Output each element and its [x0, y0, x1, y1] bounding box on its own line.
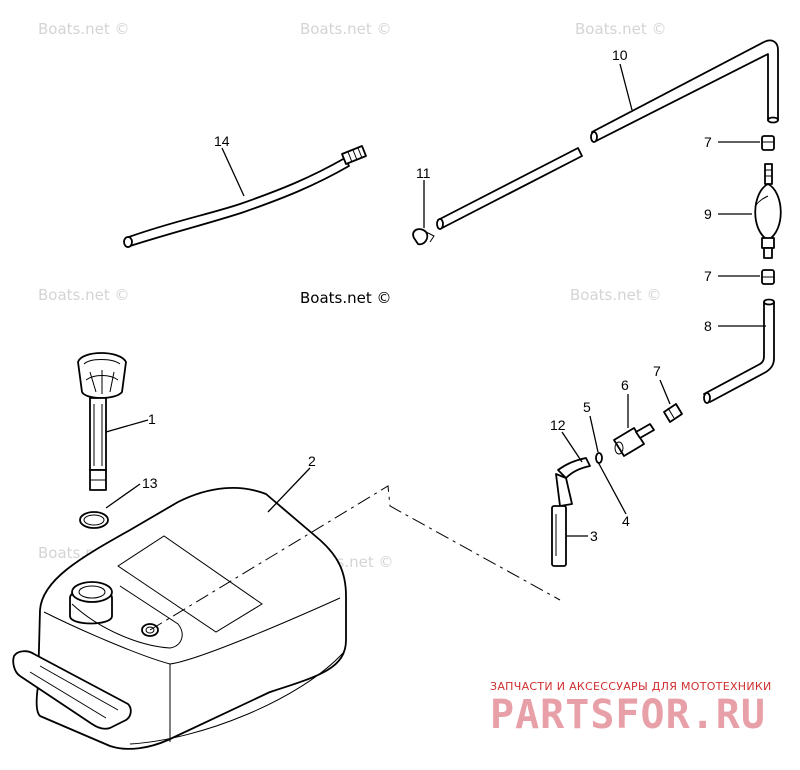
callout-10: 10 [612, 47, 628, 63]
watermark: Boats.net © [575, 20, 667, 38]
callout-7-lower: 7 [653, 363, 661, 379]
callout-6: 6 [621, 377, 629, 393]
part-7-fitting-lower [663, 403, 683, 423]
watermark: Boats.net © [38, 20, 130, 38]
part-10-tube [436, 39, 779, 230]
callout-11: 11 [416, 165, 431, 181]
part-14-fuel-line [123, 145, 367, 248]
callout-9: 9 [704, 206, 712, 222]
part-2-fuel-tank [12, 486, 347, 750]
callout-5: 5 [583, 399, 591, 415]
callout-7-middle: 7 [704, 268, 712, 284]
brand-tagline: ЗАПЧАСТИ И АКСЕССУАРЫ ДЛЯ МОТОТЕХНИКИ [490, 680, 772, 693]
part-7-fitting-top [761, 135, 775, 151]
callout-7-top: 7 [704, 134, 712, 150]
watermark: Boats.net © [38, 286, 130, 304]
part-11-clamp [412, 228, 435, 246]
part-12-elbow [555, 457, 591, 507]
watermarks: Boats.net © Boats.net © Boats.net © Boat… [38, 20, 667, 571]
callout-2: 2 [308, 453, 316, 469]
part-13-gasket [79, 511, 109, 529]
callout-4: 4 [622, 513, 630, 529]
callout-1: 1 [148, 411, 156, 427]
watermark: Boats.net © [300, 20, 392, 38]
watermark: Boats.net © [570, 286, 662, 304]
part-6-connector [613, 423, 655, 457]
part-8-bent-hose [703, 298, 775, 404]
part-1-cap-assembly [77, 352, 127, 491]
callout-13: 13 [142, 475, 158, 491]
brand-logo: ЗАПЧАСТИ И АКСЕССУАРЫ ДЛЯ МОТОТЕХНИКИ PA… [490, 680, 772, 738]
center-line [149, 485, 561, 631]
part-9-primer-bulb [754, 163, 782, 259]
callout-8: 8 [704, 318, 712, 334]
callout-3: 3 [590, 528, 598, 544]
leader-lines [105, 63, 766, 537]
brand-name: PARTSFOR.RU [490, 692, 766, 738]
watermark-main: Boats.net © [300, 289, 392, 307]
callout-12: 12 [550, 417, 566, 433]
part-7-fitting-middle [761, 269, 775, 285]
callout-14: 14 [214, 133, 230, 149]
callouts: 14 10 11 7 9 7 8 7 6 5 12 4 3 1 13 2 [142, 47, 712, 544]
part-5-o-ring [595, 452, 603, 464]
part-3-pickup-tube [551, 505, 567, 567]
